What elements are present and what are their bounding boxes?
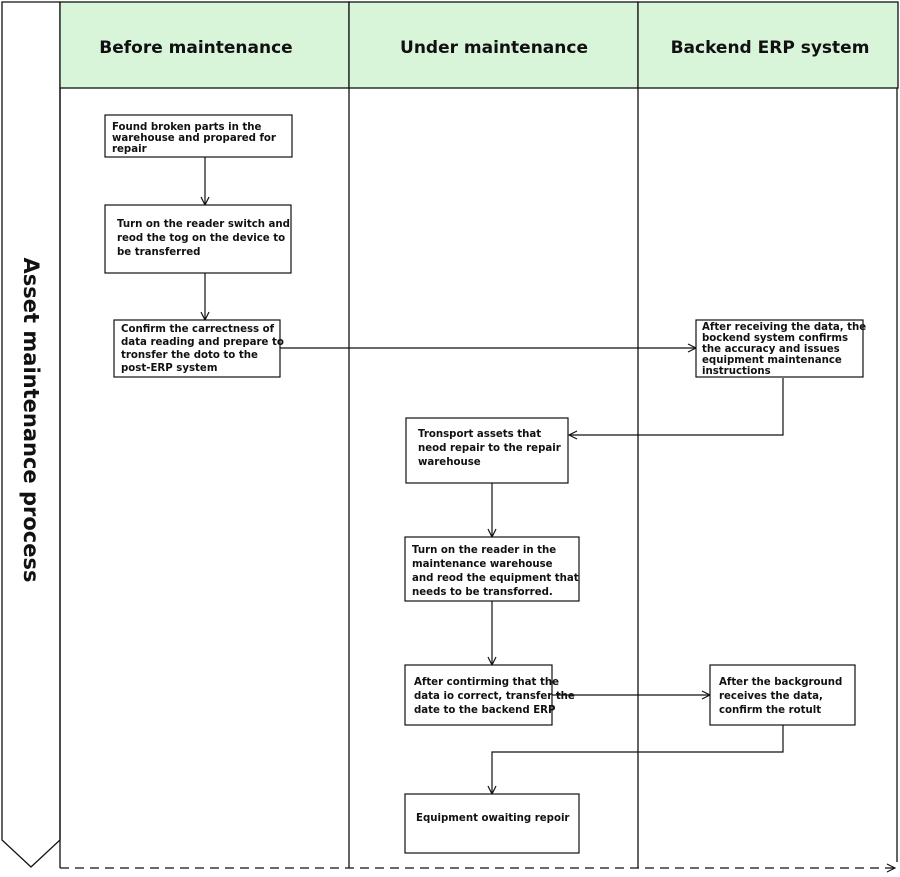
node-n7-line-1: After contirming that the [414, 677, 559, 688]
node-n6-line-2: maintenance warehouse [412, 559, 553, 570]
svg-text:After receiving the data, the: After receiving the data, the bockend sy… [702, 322, 870, 377]
node-n5-line-1: Tronsport assets that [418, 429, 541, 440]
lane-title-before-maintenance: Before maintenance [99, 38, 292, 58]
svg-text:Turn on the reader switch and: Turn on the reader switch and reod the t… [117, 219, 294, 258]
node-n1-line-3: repair [112, 144, 147, 155]
lane-header-backend-erp-system [637, 1, 899, 89]
node-n8-line-3: confirm the rotult [719, 705, 821, 716]
flow-edges [205, 157, 784, 794]
node-n8-line-1: After the background [719, 677, 842, 688]
node-n4-line-1: After receiving the data, the [702, 322, 866, 333]
node-n1-line-2: warehouse and propared for [112, 133, 276, 144]
node-n1-line-1: Found broken parts in the [112, 122, 261, 133]
node-n3-line-3: tronsfer the doto to the [121, 350, 258, 361]
node-n2-line-1: Turn on the reader switch and [117, 219, 290, 230]
node-n6: Turn on the reader in the maintenance wa… [404, 536, 582, 602]
process-title: Asset maintenance process [19, 258, 43, 583]
node-n4-line-5: instructions [702, 366, 771, 377]
edge-n4-n5 [569, 378, 784, 435]
node-n7-line-3: date to the backend ERP [414, 705, 556, 716]
node-n7: After contirming that the data io correc… [404, 664, 578, 726]
node-n5-line-3: warehouse [418, 457, 481, 468]
svg-text:After the background rec: After the background receives the data, … [719, 677, 846, 716]
node-n7-line-2: data io correct, transfer the [414, 691, 575, 702]
svg-text:Tronsport assets that ne: Tronsport assets that neod repair to the… [418, 429, 564, 468]
edge-n8-n9 [492, 725, 784, 794]
svg-text:Equipment owaiting repoir: Equipment owaiting repoir [416, 813, 569, 824]
node-n4: After receiving the data, the bockend sy… [695, 319, 870, 378]
node-n3: Confirm the carrectness of data reading … [113, 319, 287, 378]
svg-text:Found broken parts in the: Found broken parts in the warehouse and … [112, 122, 279, 155]
lane-header-before-maintenance [59, 1, 350, 89]
node-n6-line-4: needs to be transforred. [412, 587, 553, 598]
node-n6-line-3: and reod the equipment that [412, 573, 579, 584]
svg-text:Turn on the reader in the: Turn on the reader in the maintenance wa… [412, 545, 582, 598]
node-n4-line-2: bockend system confirms [702, 333, 848, 344]
svg-text:Confirm the carrectness of: Confirm the carrectness of data reading … [121, 324, 287, 374]
node-n8: After the background receives the data, … [709, 664, 856, 726]
lane-title-under-maintenance: Under maintenance [400, 38, 588, 58]
process-band [1, 1, 61, 868]
node-n3-line-4: post-ERP system [121, 363, 217, 374]
node-n6-line-1: Turn on the reader in the [412, 545, 556, 556]
lane-header-under-maintenance [348, 1, 639, 89]
node-n9: Equipment owaiting repoir [404, 793, 580, 854]
node-n5: Tronsport assets that neod repair to the… [405, 417, 569, 484]
node-n3-line-1: Confirm the carrectness of [121, 324, 275, 335]
node-n2-line-3: be transferred [117, 247, 200, 258]
lane-title-backend-erp-system: Backend ERP system [671, 38, 870, 58]
node-n9-line-1: Equipment owaiting repoir [416, 813, 569, 824]
node-n4-line-3: the accuracy and issues [702, 344, 840, 355]
node-n1: Found broken parts in the warehouse and … [104, 114, 293, 158]
svg-text:After contirming that the: After contirming that the data io correc… [414, 677, 578, 716]
node-n3-line-2: data reading and prepare to [121, 337, 284, 348]
node-n4-line-4: equipment maintenance [702, 355, 842, 366]
node-n2-line-2: reod the tog on the device to [117, 233, 285, 244]
node-n2: Turn on the reader switch and reod the t… [104, 204, 294, 274]
node-n5-line-2: neod repair to the repair [418, 443, 561, 454]
node-n8-line-2: receives the data, [719, 691, 823, 702]
